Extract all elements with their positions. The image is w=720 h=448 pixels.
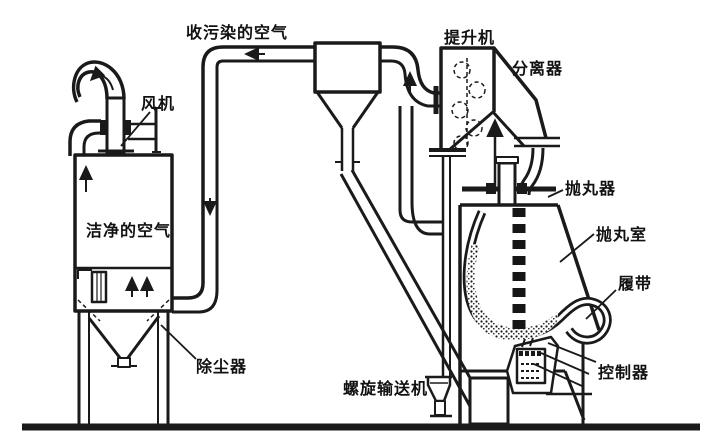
chamber-support-leg — [468, 376, 510, 426]
leader-controller — [540, 352, 590, 375]
leader-lines — [120, 111, 617, 387]
bucket-icon — [451, 61, 486, 151]
fan-motor — [128, 107, 161, 153]
label-dust-collector: 除尘器 — [196, 357, 247, 376]
label-crawler-belt: 履带 — [618, 274, 652, 293]
shot-media — [466, 243, 559, 341]
label-screw-conveyor: 螺旋输送机 — [343, 379, 428, 398]
label-controller: 控制器 — [598, 363, 649, 382]
leader-dust-collector — [160, 324, 197, 360]
clean-air-label: 洁净的空气 — [86, 221, 171, 240]
leader-crawler-belt — [585, 289, 617, 320]
label-fan: 风机 — [141, 94, 175, 113]
gooseneck-exhaust — [71, 60, 126, 103]
bucket-elevator — [429, 46, 496, 377]
cyclone-exhaust-pipe — [380, 45, 441, 95]
leader-shot-blaster — [547, 189, 564, 198]
label-elevator: 提升机 — [444, 28, 495, 47]
label-blast-chamber: 抛丸室 — [596, 225, 647, 244]
cyclone-collector — [313, 41, 441, 171]
separator — [448, 46, 560, 196]
leader-blast-chamber — [559, 233, 595, 263]
polluted-air-duct — [172, 45, 315, 314]
dust-collector: 洁净的空气 — [73, 153, 174, 424]
label-shot-blaster: 抛丸器 — [565, 179, 616, 198]
filter-bag-icon — [77, 269, 108, 304]
chamber-suction-pipe — [398, 106, 443, 236]
dust-collector-legs — [77, 311, 170, 424]
fan-assembly — [68, 60, 161, 156]
leader-controller — [533, 363, 583, 387]
screw-conveyor — [425, 375, 452, 418]
exhaust-arrow-icon — [89, 65, 114, 91]
labels: 收污染的空气 风机 除尘器 提升机 分离器 抛丸器 抛丸室 履带 控制器 螺旋输… — [141, 23, 652, 398]
dust-hopper — [87, 315, 161, 368]
blast-chamber — [458, 203, 601, 426]
label-polluted-air: 收污染的空气 — [186, 23, 288, 42]
label-separator: 分离器 — [512, 59, 563, 78]
control-box — [505, 335, 560, 395]
crawler-belt — [462, 210, 612, 345]
fan-inlet-elbow — [68, 119, 101, 156]
leader-fan — [120, 111, 151, 147]
shot-blaster — [462, 156, 556, 207]
leader-controller — [547, 342, 597, 363]
